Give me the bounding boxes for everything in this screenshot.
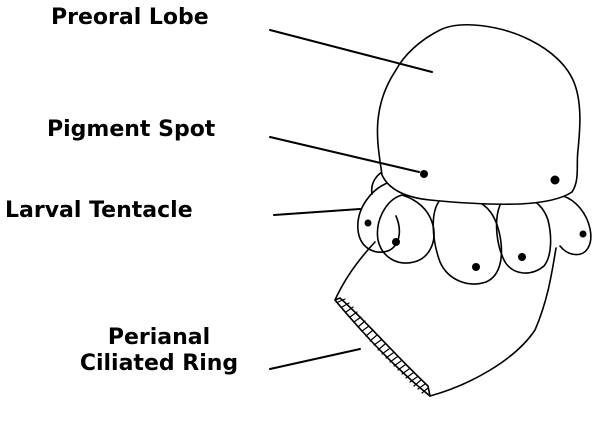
perianal-ciliated-ring	[335, 298, 430, 396]
pigment-spot-dot	[580, 231, 587, 238]
pigment-spot-dot	[472, 263, 480, 271]
label-perianal-ciliated-ring: Perianal Ciliated Ring	[68, 325, 250, 378]
larva-body	[335, 242, 556, 396]
label-preoral-lobe: Preoral Lobe	[51, 5, 209, 31]
label-perianal-line2: Ciliated Ring	[68, 351, 250, 377]
label-perianal-line1: Perianal	[68, 325, 250, 351]
preoral-lobe	[377, 25, 579, 204]
pigment-spot-dot	[518, 253, 526, 261]
larval-tentacle-right	[548, 195, 591, 255]
pigment-spot-dot	[365, 220, 372, 227]
larval-tentacle-left-inner	[377, 195, 434, 263]
leader-preoral-lobe	[270, 30, 432, 72]
leader-perianal-ring	[270, 349, 360, 369]
pigment-spot-dot	[420, 170, 428, 178]
larval-tentacle-center	[433, 200, 501, 284]
pigment-spot-dot	[551, 176, 560, 185]
leader-larval-tentacle	[274, 209, 360, 215]
label-larval-tentacle: Larval Tentacle	[5, 198, 193, 224]
pigment-spot-dot	[392, 238, 400, 246]
label-pigment-spot: Pigment Spot	[47, 117, 215, 143]
larval-tentacle-right-center	[497, 198, 551, 273]
